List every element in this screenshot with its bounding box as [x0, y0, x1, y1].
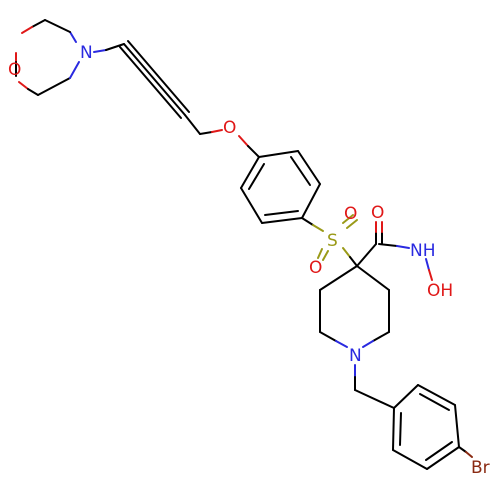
bromine-label: Br: [471, 458, 490, 478]
sulfur-label: S: [327, 231, 338, 251]
morpholine-ring: [15, 19, 80, 96]
hydroxyl-label: OH: [427, 281, 453, 301]
sulfonyl-group: [301, 214, 358, 267]
morpholine-nitrogen-label: N: [80, 43, 93, 63]
sulfonyl-oxygen-label-2: O: [309, 258, 322, 278]
piperidine-ring: [319, 265, 390, 348]
piperidine-nitrogen-label: N: [349, 346, 362, 366]
sulfonyl-oxygen-label-1: O: [344, 204, 357, 224]
bromobenzyl-group: [354, 364, 473, 470]
atom-labels: O N O O S O O NH OH N Br: [8, 43, 490, 478]
hydroxamic-acid-group: [356, 221, 433, 281]
phenoxy-benzene-ring: [238, 135, 321, 224]
morpholine-oxygen-label: O: [8, 60, 21, 80]
butynyl-linker: [93, 40, 223, 135]
carbonyl-oxygen-label: O: [371, 203, 384, 223]
ether-oxygen-label: O: [223, 118, 236, 138]
amide-nh-label: NH: [410, 241, 436, 261]
